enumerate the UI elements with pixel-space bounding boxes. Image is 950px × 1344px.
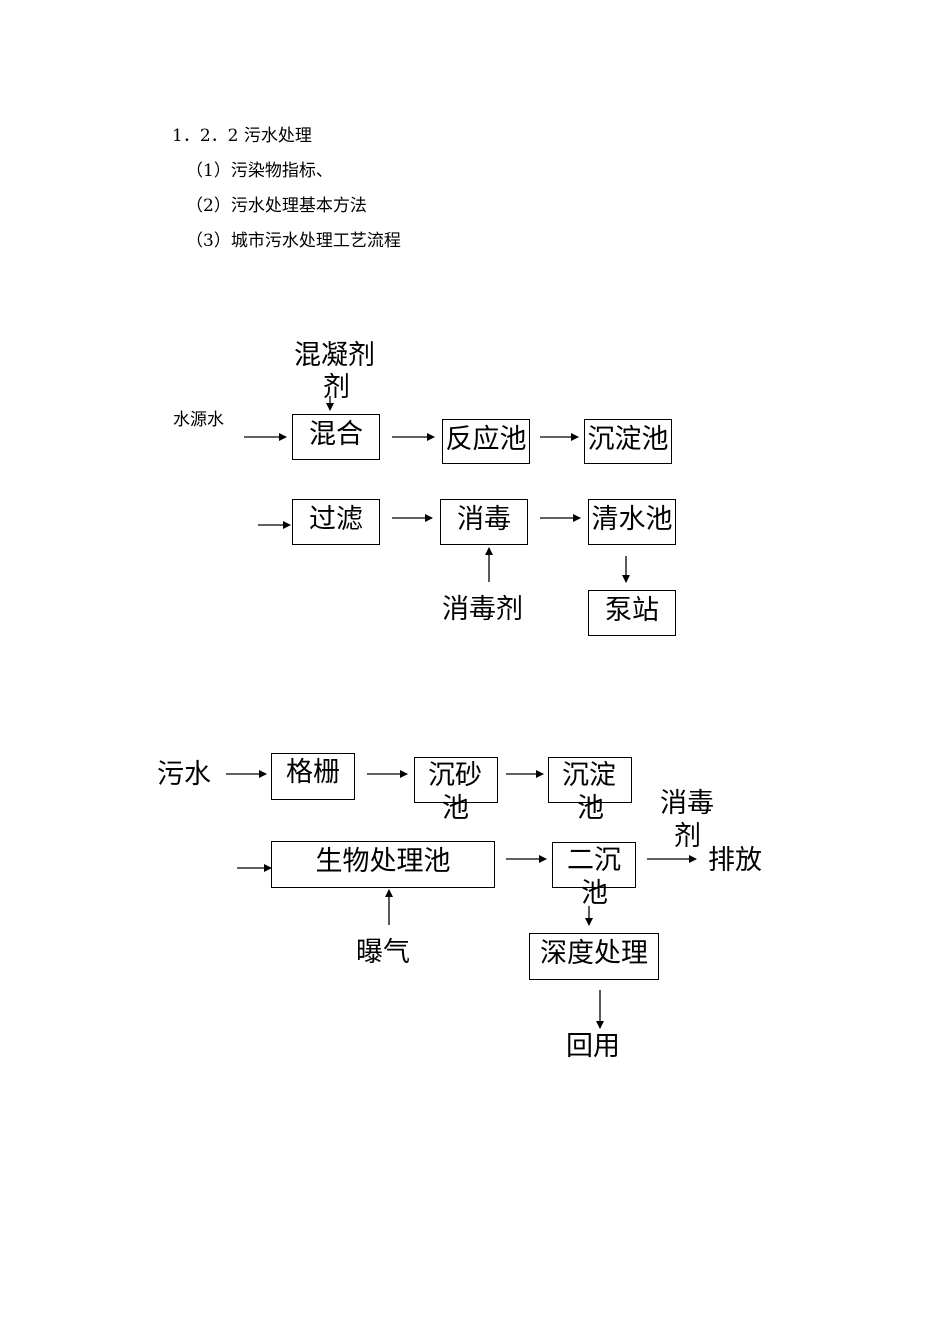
- grit-chamber-label-wrap: 池: [442, 793, 469, 824]
- sewage-disinfectant-label: 消毒: [660, 788, 714, 819]
- advanced-treatment-label: 深度处理: [540, 938, 648, 969]
- disinfect-label: 消毒: [457, 504, 511, 535]
- aeration-label: 曝气: [356, 937, 410, 968]
- bio-treatment-box: 生物处理池: [271, 841, 495, 888]
- pump-station-box: 泵站: [588, 590, 676, 636]
- bio-treatment-label: 生物处理池: [315, 846, 451, 877]
- primary-sediment-label: 沉淀: [562, 760, 616, 791]
- sewage-label: 污水: [157, 759, 211, 790]
- coagulant-label: 混凝剂: [294, 340, 375, 371]
- coagulant-label-wrap: 剂: [323, 372, 350, 403]
- pump-station-label: 泵站: [605, 595, 659, 626]
- filter-box: 过滤: [292, 499, 380, 545]
- clear-well-box: 清水池: [588, 499, 676, 545]
- primary-sediment-label-wrap: 池: [577, 793, 604, 824]
- sewage-disinfectant-label-wrap: 剂: [674, 821, 701, 852]
- outline-item-3: （3）城市污水处理工艺流程: [186, 231, 401, 251]
- filter-label: 过滤: [309, 504, 363, 535]
- outline-item-1: （1）污染物指标、: [186, 161, 333, 181]
- grit-chamber-box: [414, 757, 498, 803]
- sediment-tank-label: 沉淀池: [587, 424, 669, 455]
- primary-sediment-box: [548, 757, 632, 803]
- secondary-clarifier-label: 二沉: [567, 845, 621, 876]
- mix-label: 混合: [309, 419, 363, 450]
- mix-box: 混合: [292, 414, 380, 460]
- outline-item-2: （2）污水处理基本方法: [186, 196, 367, 216]
- section-heading: 1．2．2 污水处理: [172, 126, 312, 146]
- reaction-tank-box: 反应池: [442, 419, 530, 464]
- screen-label: 格栅: [286, 757, 340, 788]
- discharge-label: 排放: [708, 845, 762, 876]
- clear-well-label: 清水池: [591, 504, 673, 535]
- source-water-label: 水源水: [173, 410, 224, 430]
- disinfect-box: 消毒: [440, 499, 528, 545]
- grit-chamber-label: 沉砂: [428, 760, 482, 791]
- advanced-treatment-box: 深度处理: [529, 933, 659, 980]
- reuse-label: 回用: [566, 1031, 620, 1062]
- reaction-tank-label: 反应池: [445, 424, 527, 455]
- screen-box: 格栅: [271, 753, 355, 800]
- disinfectant-label: 消毒剂: [442, 594, 523, 625]
- sediment-tank-box: 沉淀池: [584, 419, 672, 464]
- secondary-clarifier-label-wrap: 池: [581, 878, 608, 909]
- secondary-clarifier-box: [552, 842, 636, 888]
